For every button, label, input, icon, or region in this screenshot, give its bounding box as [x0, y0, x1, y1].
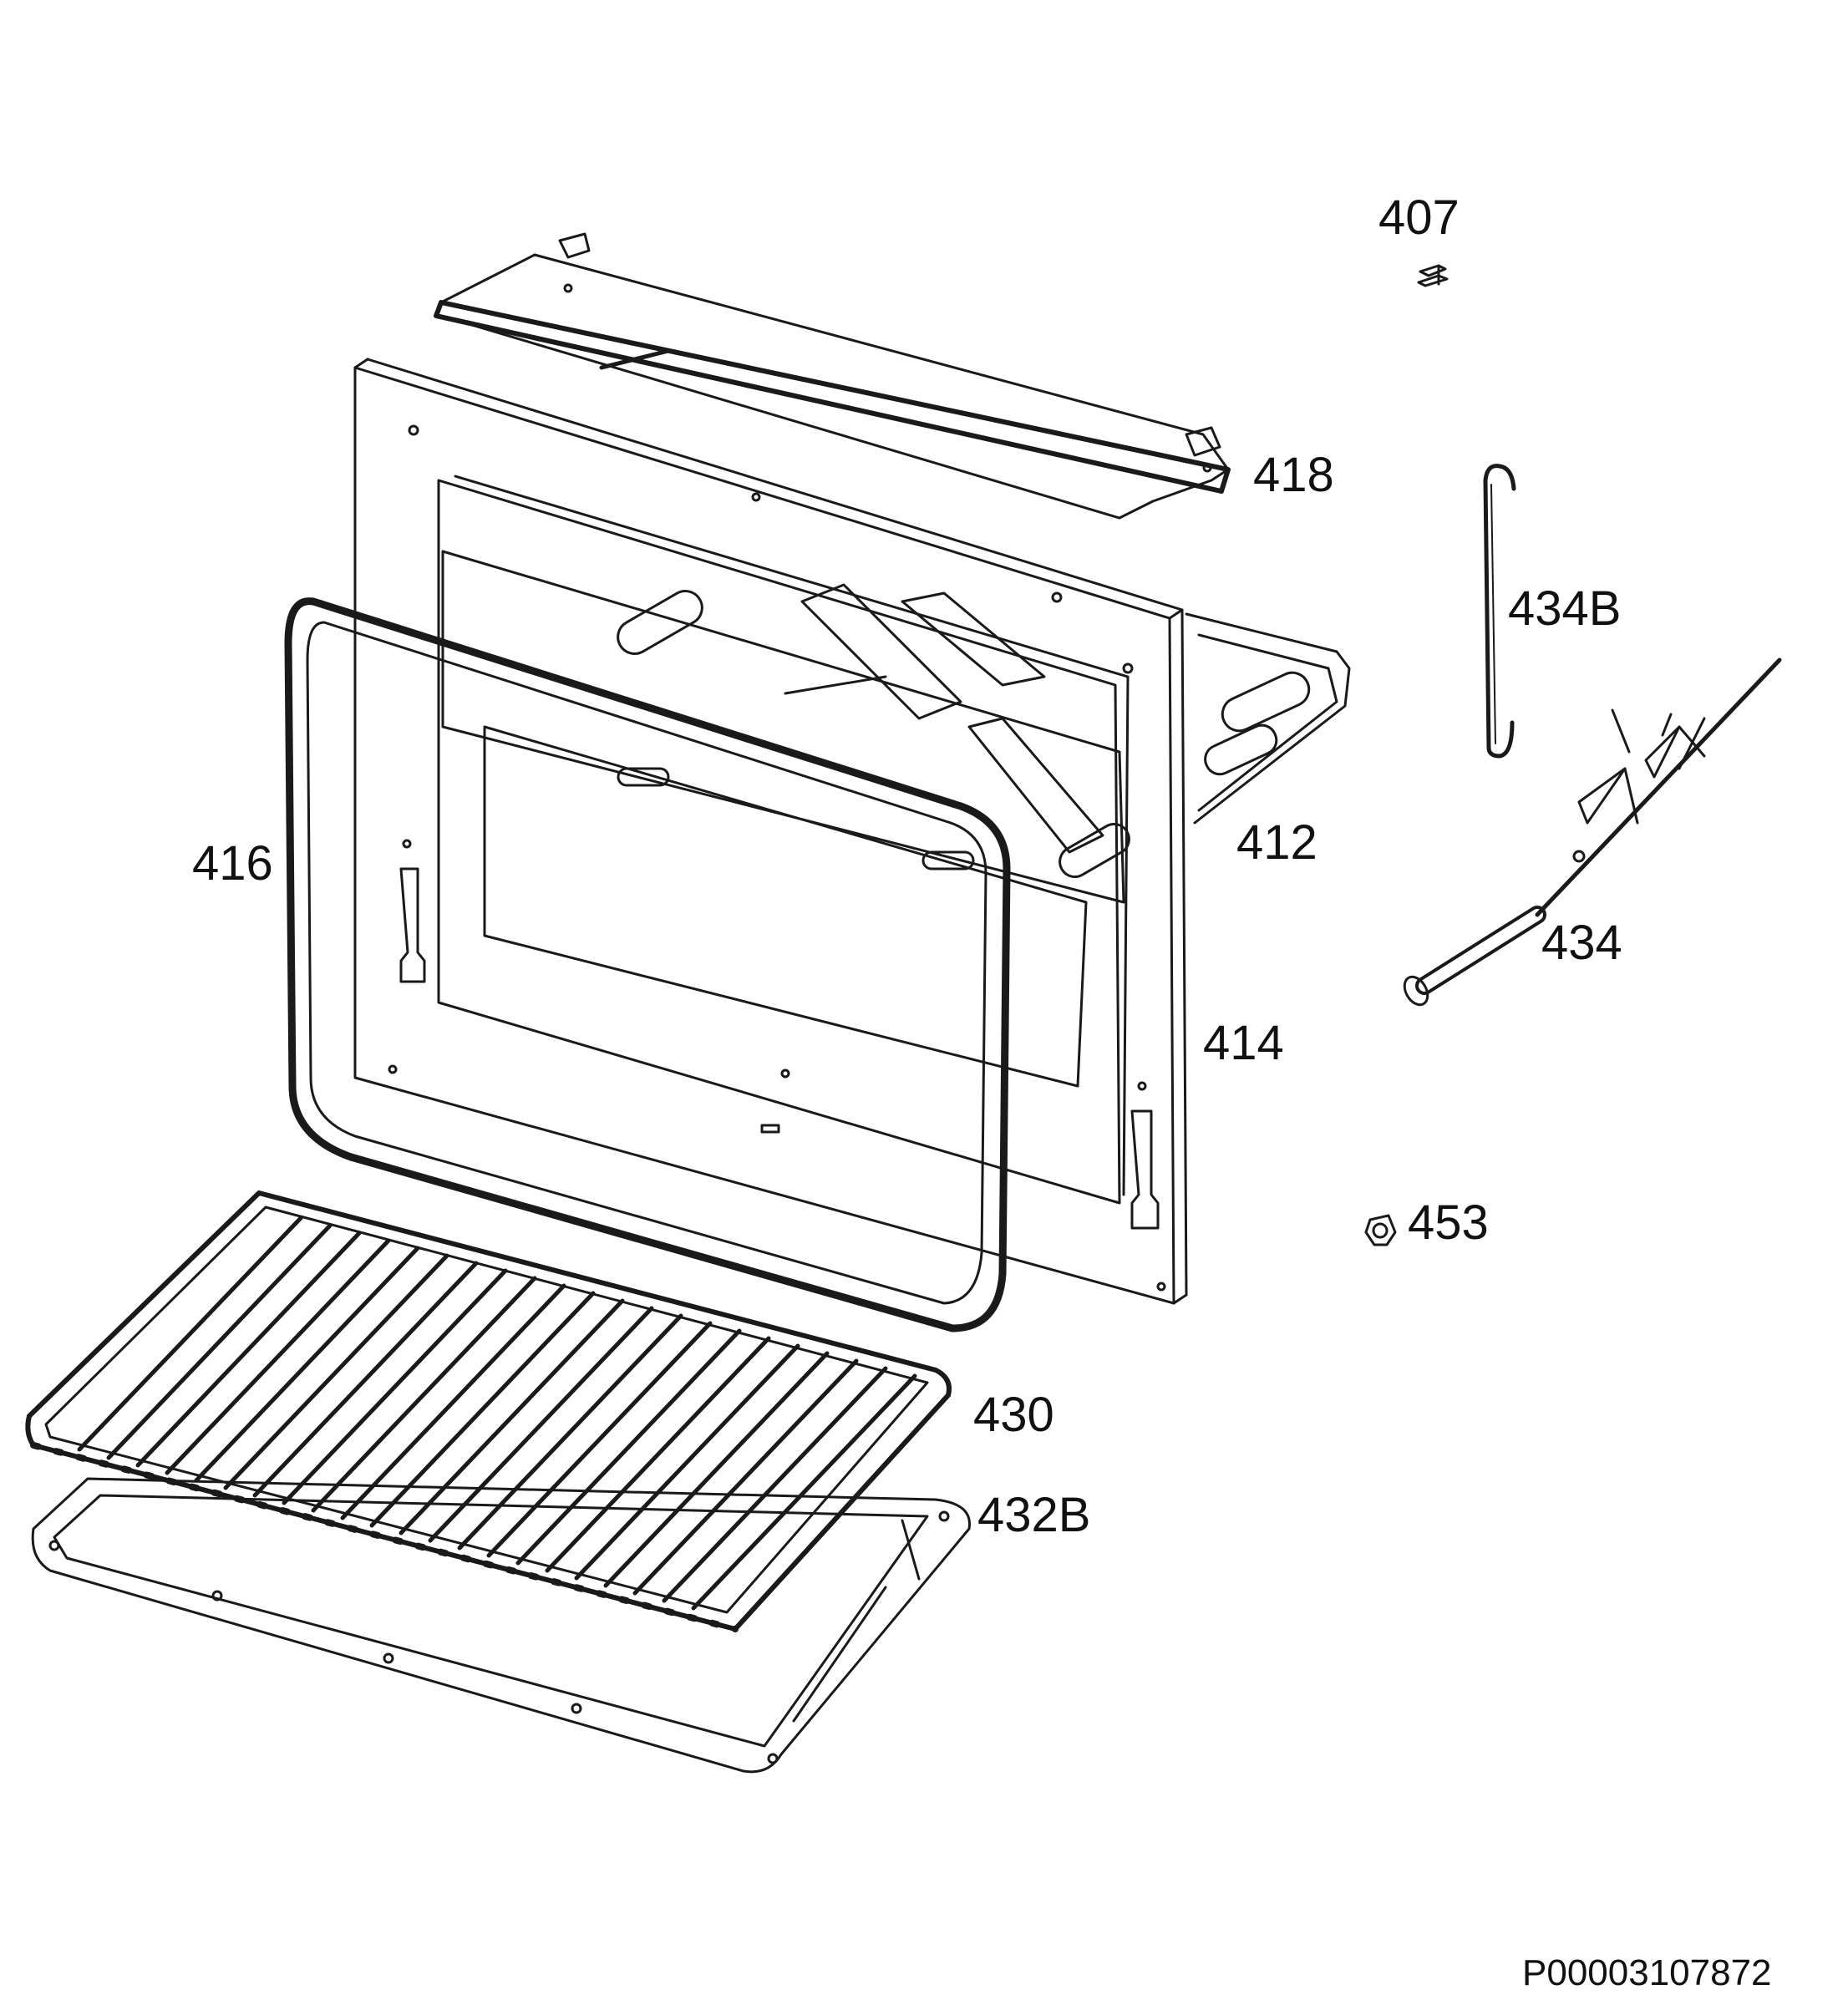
callout-418: 418 [1253, 448, 1334, 502]
callout-453: 453 [1408, 1195, 1489, 1250]
callout-407: 407 [1378, 190, 1460, 245]
part-453-grommet [1364, 1214, 1397, 1246]
document-id: P00003107872 [1522, 1952, 1772, 1993]
part-416-gasket [284, 597, 1011, 1332]
part-430-grill-rack [25, 1190, 952, 1632]
rack-bars [77, 1216, 917, 1611]
part-432b-drip-tray [31, 1477, 971, 1774]
part-434b-hook-rod [1483, 464, 1516, 759]
callout-416: 416 [192, 836, 273, 891]
part-418-top-rail [434, 232, 1231, 520]
callout-434b: 434B [1508, 581, 1622, 636]
part-414-door-frame [353, 358, 1188, 1305]
callout-432b: 432B [977, 1488, 1091, 1542]
callout-414: 414 [1203, 1016, 1284, 1070]
part-407-clip [1417, 264, 1449, 287]
part-434-rotisserie-spit [1403, 657, 1782, 1007]
callout-430: 430 [973, 1388, 1054, 1442]
callout-434: 434 [1541, 916, 1622, 970]
callout-412: 412 [1236, 815, 1317, 870]
part-412-rear-panel [1185, 612, 1351, 825]
